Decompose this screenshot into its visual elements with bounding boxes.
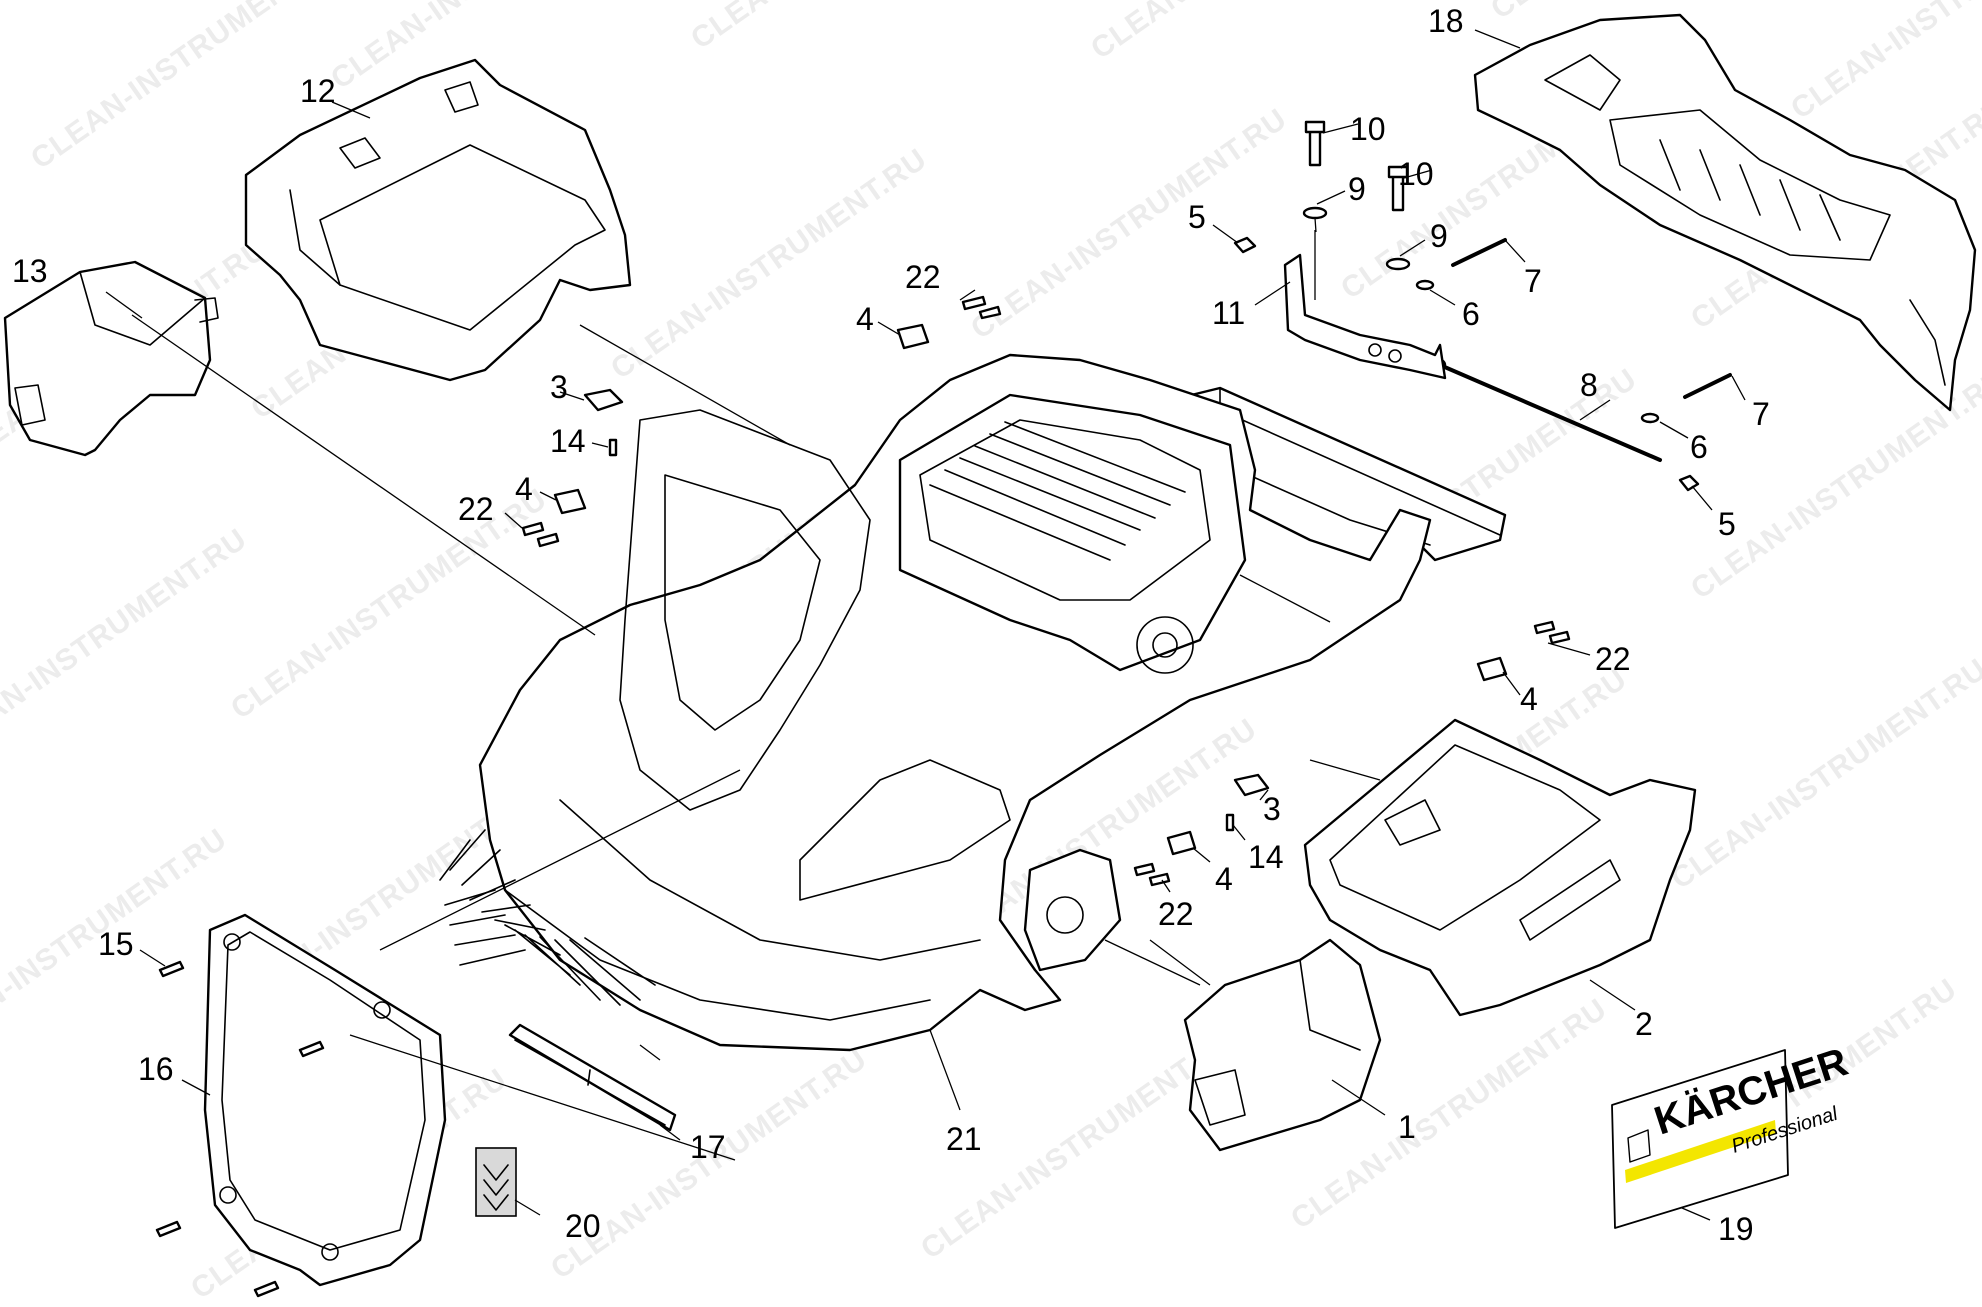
callout-22: 22 bbox=[458, 491, 494, 527]
callout-7: 7 bbox=[1752, 396, 1770, 432]
callout-4: 4 bbox=[1215, 861, 1233, 897]
part-2-container-tray bbox=[1303, 718, 1697, 1017]
callout-14: 14 bbox=[1248, 839, 1284, 875]
watermark-text: CLEAN-INSTRUMENT.RU bbox=[225, 482, 553, 725]
callout-21: 21 bbox=[946, 1121, 982, 1157]
callout-4: 4 bbox=[515, 471, 533, 507]
callout-11: 11 bbox=[1212, 295, 1245, 331]
callout-4: 4 bbox=[1520, 681, 1538, 717]
watermark-text: CLEAN-INSTRUMENT.RU bbox=[1085, 0, 1413, 66]
part-12-container-tray bbox=[244, 58, 632, 382]
callout-14: 14 bbox=[550, 423, 586, 459]
part-13-side-bracket bbox=[3, 260, 219, 457]
callout-9: 9 bbox=[1348, 171, 1366, 207]
callout-6: 6 bbox=[1462, 296, 1480, 332]
part-20-arrow-decal bbox=[475, 1147, 517, 1217]
callout-15: 15 bbox=[98, 926, 134, 962]
part-16-side-panel bbox=[203, 913, 447, 1287]
part-19-brand-label: KÄRCHER Professional bbox=[1611, 1040, 1853, 1229]
hardware-fasteners bbox=[155, 120, 1732, 1298]
callout-1: 1 bbox=[1398, 1109, 1416, 1145]
watermark-text: CLEAN-INSTRUMENT.RU bbox=[0, 522, 253, 765]
callout-2: 2 bbox=[1635, 1006, 1653, 1042]
callout-10: 10 bbox=[1350, 111, 1386, 147]
callout-22: 22 bbox=[1595, 641, 1631, 677]
callout-20: 20 bbox=[565, 1208, 601, 1244]
side-brush bbox=[439, 829, 656, 1006]
watermark-text: CLEAN-INSTRUMENT.RU bbox=[685, 0, 1013, 56]
callout-19: 19 bbox=[1718, 1211, 1754, 1247]
callout-13: 13 bbox=[12, 253, 48, 289]
part-1-side-bracket bbox=[1183, 938, 1382, 1152]
callout-5: 5 bbox=[1188, 199, 1206, 235]
part-11-mounting-bracket bbox=[1283, 253, 1447, 380]
callout-labels: 1 2 3 3 4 4 4 4 5 5 6 6 7 7 8 9 9 10 10 … bbox=[12, 3, 1770, 1247]
watermark-text: CLEAN-INSTRUMENT.RU bbox=[1665, 652, 1982, 895]
part-18-rear-cover bbox=[1473, 13, 1977, 412]
callout-9: 9 bbox=[1430, 218, 1448, 254]
part-21-main-chassis bbox=[439, 353, 1507, 1052]
callout-22: 22 bbox=[905, 259, 941, 295]
callout-17: 17 bbox=[690, 1129, 726, 1165]
callout-7: 7 bbox=[1524, 263, 1542, 299]
callout-18: 18 bbox=[1428, 3, 1464, 39]
callout-3: 3 bbox=[1263, 791, 1281, 827]
callout-6: 6 bbox=[1690, 429, 1708, 465]
brand-yellow-stripe bbox=[1625, 1120, 1776, 1183]
callout-16: 16 bbox=[138, 1051, 174, 1087]
callout-3: 3 bbox=[550, 369, 568, 405]
watermark-text: CLEAN-INSTRUMENT.RU bbox=[605, 142, 933, 385]
callout-12: 12 bbox=[300, 73, 336, 109]
callout-22: 22 bbox=[1158, 896, 1194, 932]
watermark-text: CLEAN-INSTRUMENT.RU bbox=[1785, 0, 1982, 126]
callout-4: 4 bbox=[856, 301, 874, 337]
callout-5: 5 bbox=[1718, 506, 1736, 542]
callout-8: 8 bbox=[1580, 367, 1598, 403]
part-17-strip bbox=[508, 1023, 677, 1132]
callout-10: 10 bbox=[1398, 156, 1434, 192]
leader-lines bbox=[105, 29, 1746, 1221]
